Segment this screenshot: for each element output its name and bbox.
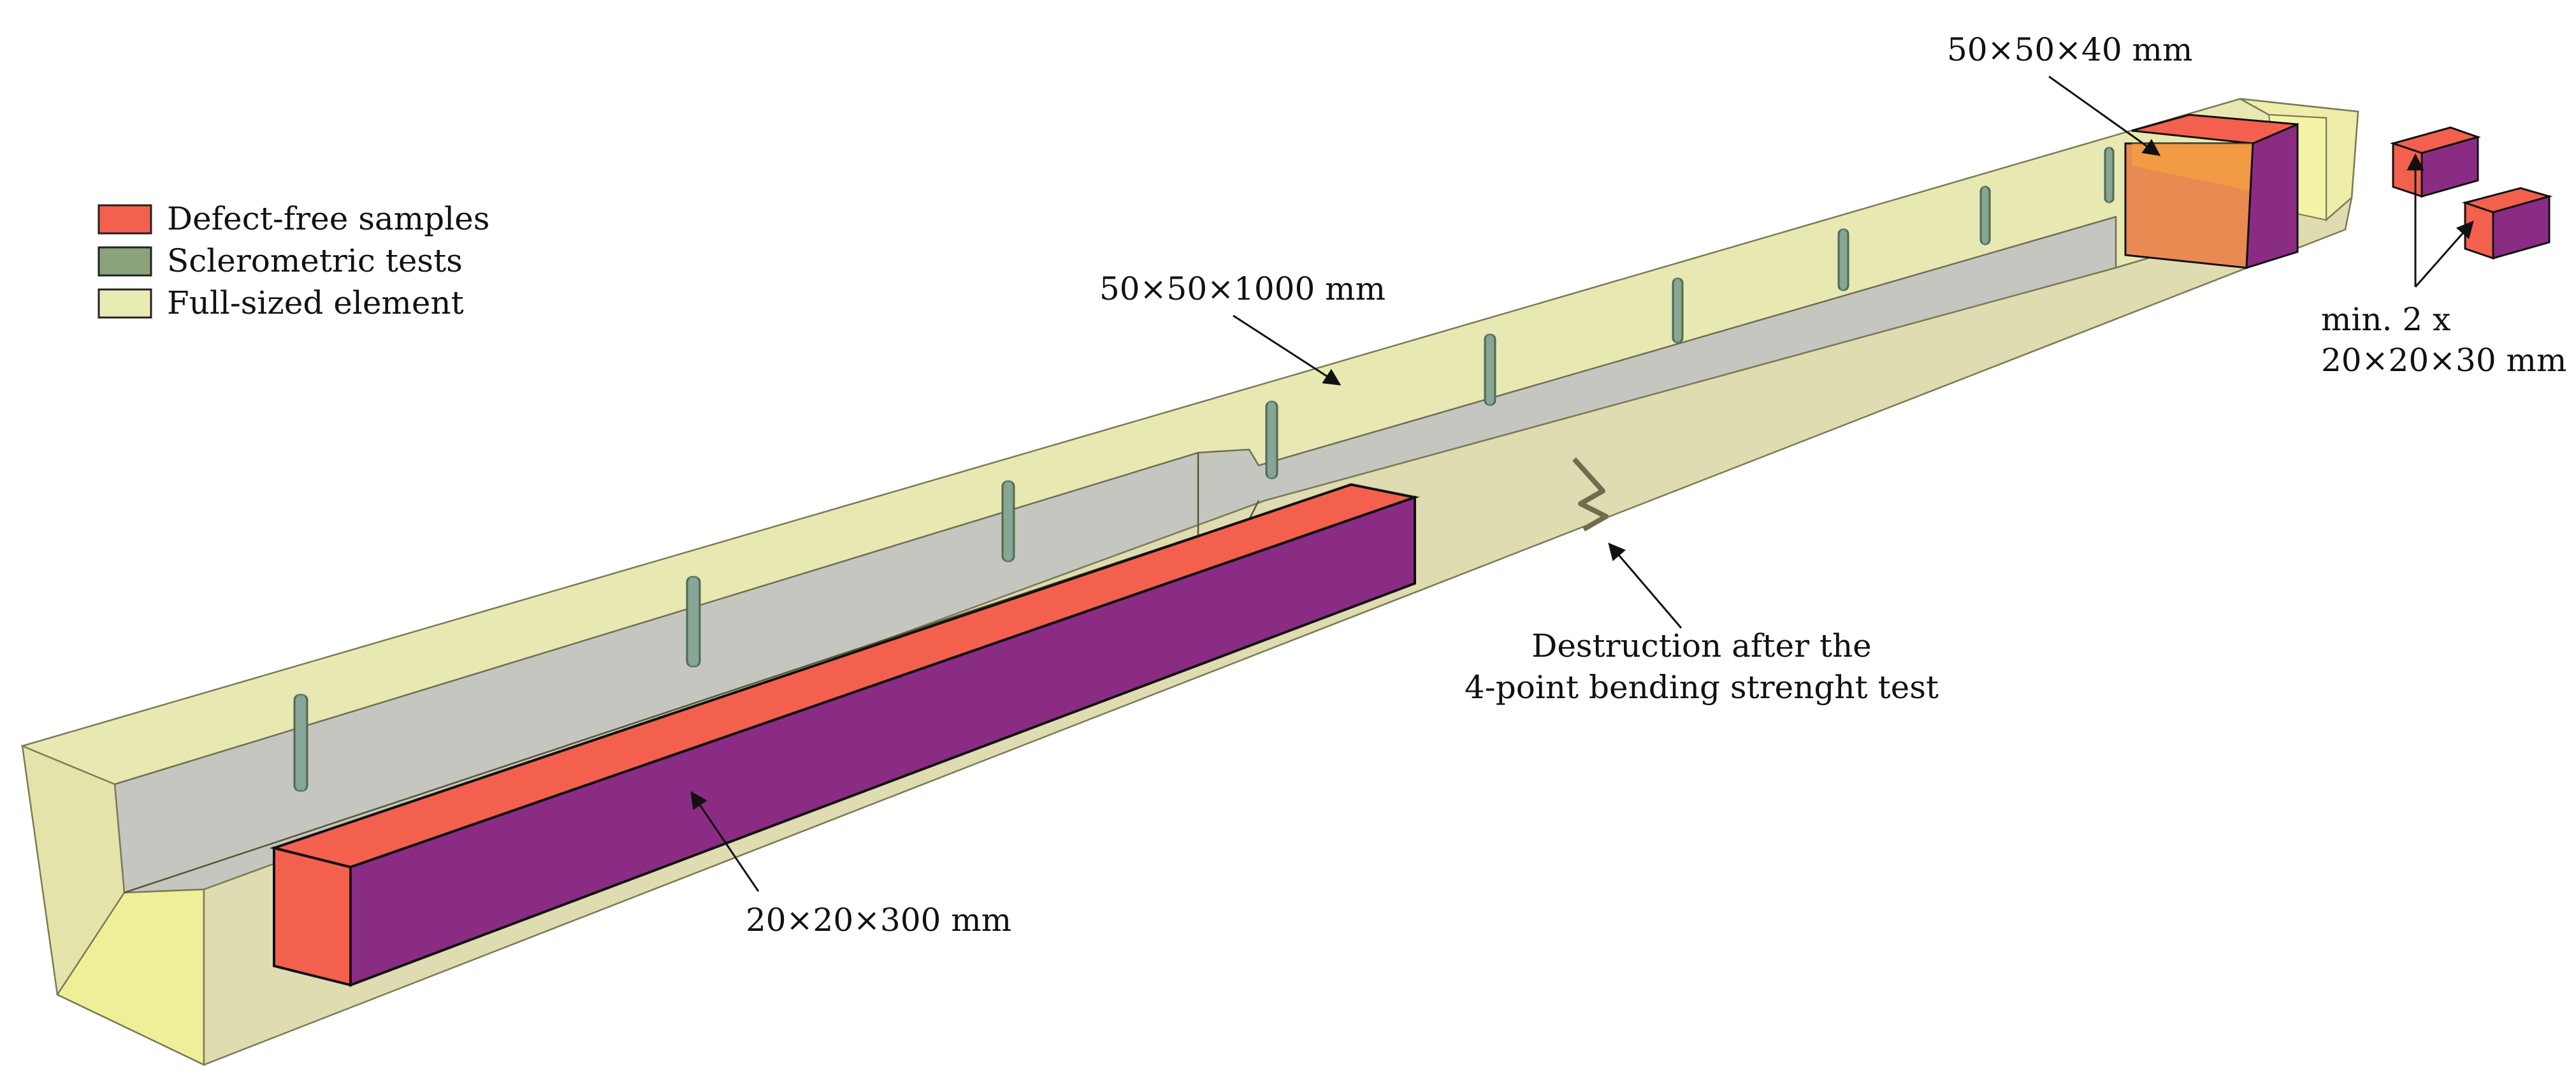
top-cube-sample <box>2124 113 2299 270</box>
legend-swatch <box>98 204 152 235</box>
sclerometric-pin <box>1672 277 1684 344</box>
legend-swatch <box>98 288 152 319</box>
top-cube-label: 50×50×40 mm <box>1947 31 2192 68</box>
crack-mark <box>1572 457 1609 532</box>
legend-label: Sclerometric tests <box>167 242 463 279</box>
legend-swatch <box>98 246 152 277</box>
small-cube-2 <box>2461 187 2553 260</box>
bar-sample-end <box>273 846 352 987</box>
legend: Defect-free samples Sclerometric tests F… <box>98 200 489 321</box>
legend-item-sclerometric: Sclerometric tests <box>98 242 463 279</box>
sclerometric-pin <box>1979 186 1991 245</box>
destruction-arrow <box>1608 542 1682 629</box>
destruction-label-line2: 4-point bending strenght test <box>1465 669 1939 706</box>
legend-label: Full-sized element <box>167 284 464 321</box>
sclerometric-pin <box>293 694 308 792</box>
full-element-label: 50×50×1000 mm <box>1099 270 1386 307</box>
bar-sample <box>269 483 1420 987</box>
sclerometric-pin <box>1484 333 1496 406</box>
small-samples-label-line2: 20×20×30 mm <box>2321 342 2566 379</box>
full-element-arrow <box>1233 314 1342 386</box>
top-cube-arrow <box>2048 75 2161 156</box>
small-cube-1 <box>2389 126 2481 198</box>
sclerometric-pin <box>1837 228 1849 291</box>
top-cube-side <box>2245 122 2299 270</box>
legend-label: Defect-free samples <box>167 200 489 237</box>
sclerometric-pin <box>1001 480 1015 562</box>
small-samples-label-line1: min. 2 x <box>2321 301 2450 338</box>
sclerometric-pin <box>2104 147 2115 203</box>
bar-sample-label: 20×20×300 mm <box>746 902 1011 939</box>
sclerometric-pin <box>686 576 701 668</box>
legend-item-defect-free: Defect-free samples <box>98 200 489 237</box>
bar-sample-arrow <box>690 791 760 892</box>
small-cube-arrow-2 <box>2414 220 2474 288</box>
destruction-label-line1: Destruction after the <box>1531 627 1872 664</box>
top-cube-front-shade <box>2132 143 2253 191</box>
legend-item-full-sized: Full-sized element <box>98 284 464 321</box>
sclerometric-pin <box>1265 400 1278 479</box>
sclerometric-pins <box>293 147 2115 792</box>
